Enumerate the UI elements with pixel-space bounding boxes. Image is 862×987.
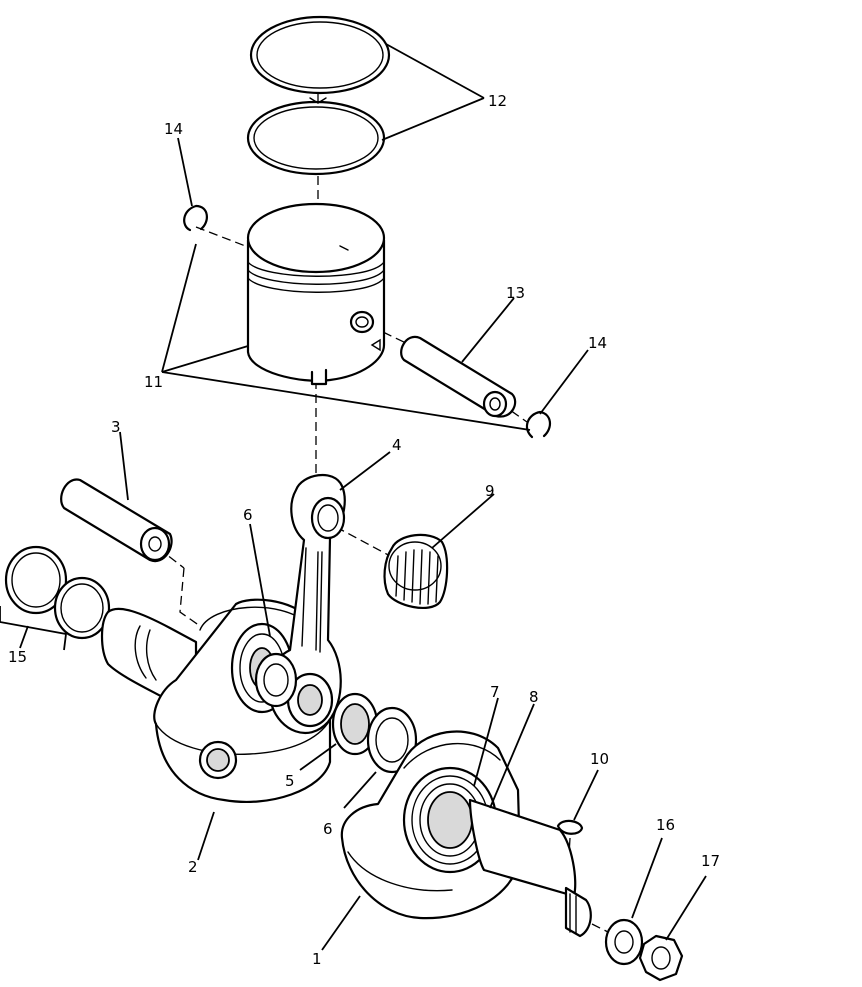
- callout-12: 12: [488, 92, 507, 110]
- washer: [604, 918, 644, 966]
- callout-16: 16: [656, 816, 675, 834]
- callout-6-upper: 6: [243, 506, 253, 524]
- callout-2: 2: [188, 858, 198, 876]
- piston-pin: [400, 335, 517, 418]
- callout-1: 1: [312, 950, 322, 968]
- circlip-left: [183, 204, 208, 232]
- leader-lines: [0, 43, 707, 951]
- crankshaft-seals: [4, 545, 111, 640]
- piston-rings: [246, 15, 391, 176]
- piston: [246, 202, 386, 386]
- callout-8: 8: [529, 688, 539, 706]
- needle-bearing: [383, 533, 449, 610]
- callout-14-right: 14: [588, 334, 607, 352]
- circlip-right: [525, 410, 551, 439]
- callout-11: 11: [144, 373, 163, 391]
- callout-15: 15: [8, 648, 27, 666]
- callout-10: 10: [590, 750, 609, 768]
- callout-6-lower: 6: [323, 820, 333, 838]
- callout-5: 5: [285, 772, 295, 790]
- callout-7: 7: [490, 683, 500, 701]
- callout-13: 13: [506, 284, 525, 302]
- woodruff-key: [556, 819, 584, 835]
- callout-17: 17: [701, 852, 720, 870]
- callout-4: 4: [392, 436, 402, 454]
- crank-pin: [60, 478, 173, 563]
- callout-labels: 12 14 13 14 11 3 4 9 6 15 7 8 10 5 6 16 …: [8, 92, 720, 968]
- main-bearing-and-washers: [254, 652, 418, 774]
- nut: [638, 934, 684, 982]
- callout-9: 9: [485, 482, 495, 500]
- callout-14-left: 14: [164, 120, 183, 138]
- callout-3: 3: [111, 418, 121, 436]
